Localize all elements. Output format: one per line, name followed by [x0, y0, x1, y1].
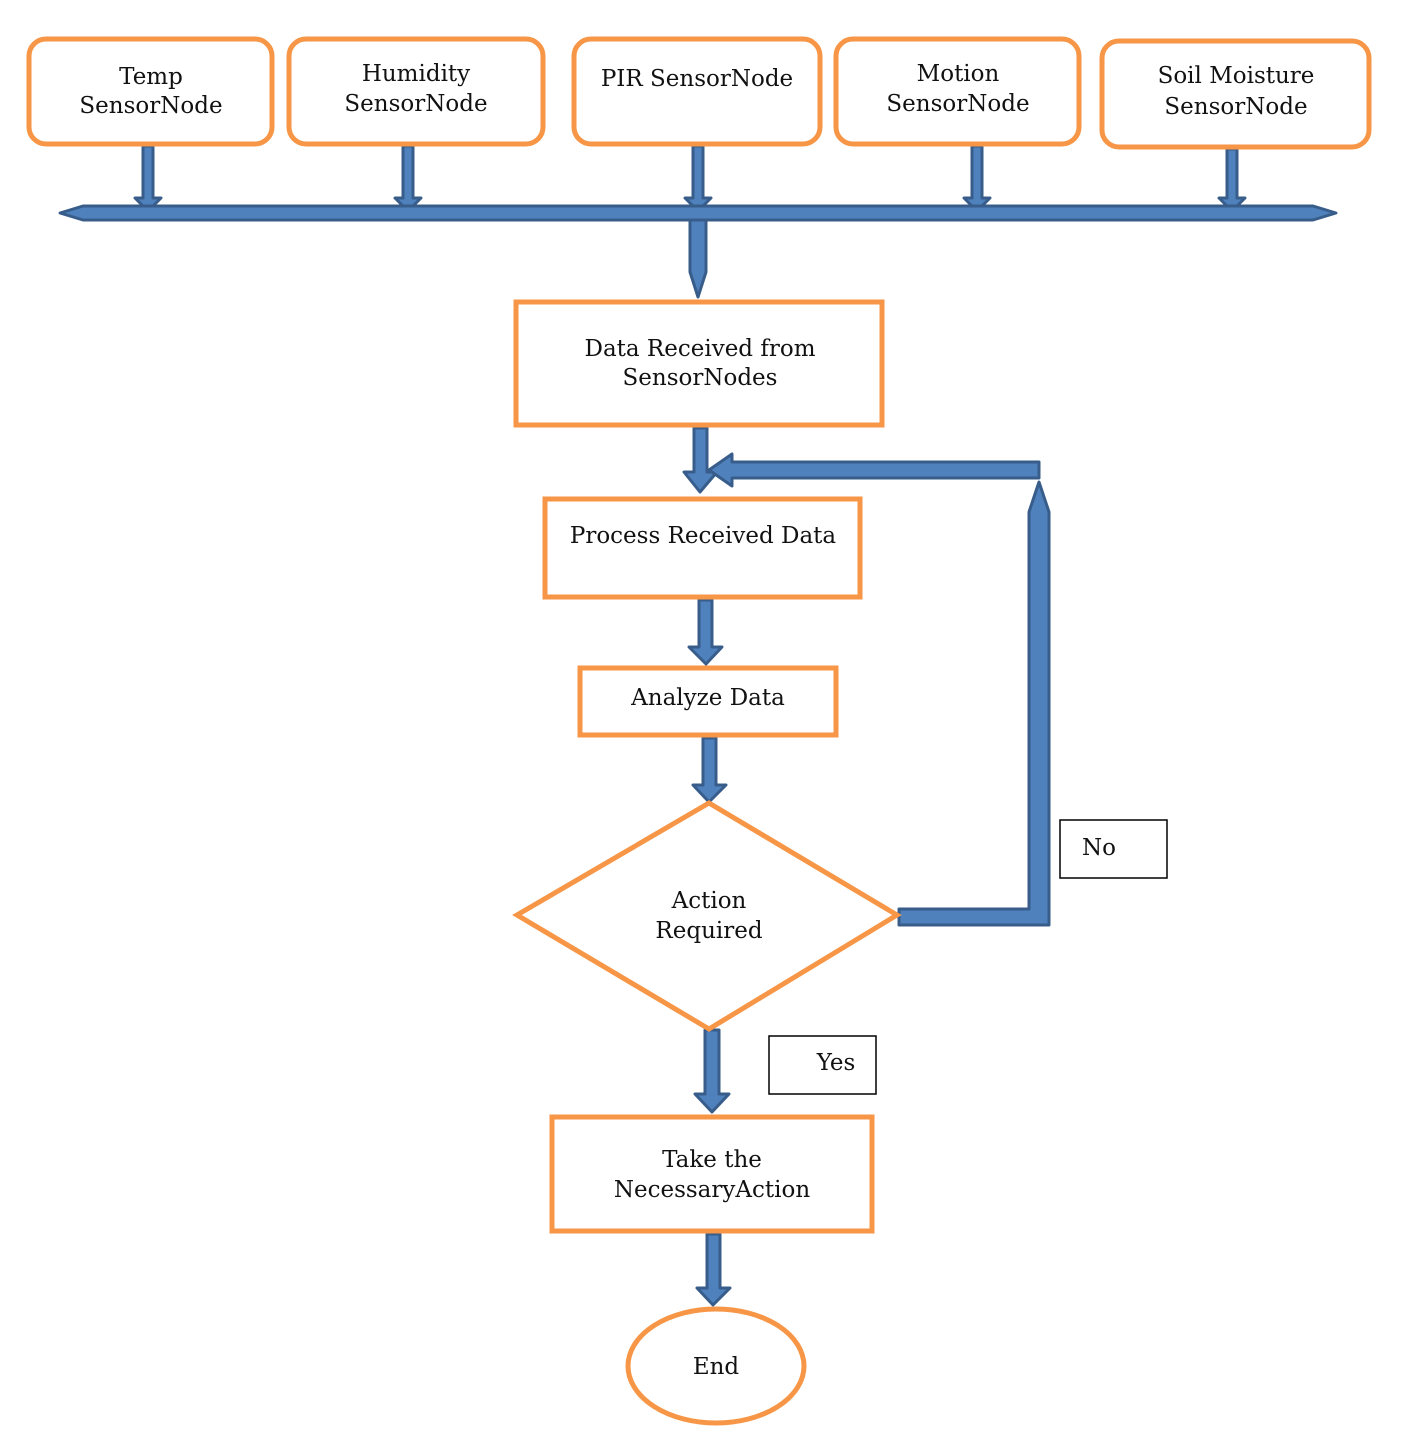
node-analyze-data: Analyze Data — [577, 665, 839, 738]
label-yes-text: Yes — [816, 1050, 856, 1076]
node-take-action: Take the NecessaryAction — [549, 1114, 875, 1234]
arrow-no-loop-top — [707, 452, 1041, 488]
sensor-node-pir: PIR SensorNode — [571, 36, 823, 147]
node-end-ellipse — [625, 1306, 807, 1426]
label-yes-box — [768, 1035, 877, 1095]
label-yes: Yes — [768, 1035, 877, 1095]
node-data-received-box — [513, 299, 885, 428]
connectors — [58, 144, 1338, 1307]
arrow-decision-to-action — [693, 1028, 731, 1114]
node-end-label: End — [693, 1354, 740, 1380]
node-process-data-label: Process Received Data — [570, 523, 837, 549]
node-take-action-line1: Take the — [662, 1147, 762, 1173]
sensor-node-soil-moisture: Soil Moisture SensorNode — [1099, 38, 1372, 150]
arrow-action-to-end — [695, 1232, 732, 1307]
sensor-node-motion-box — [833, 36, 1082, 147]
node-process-data-box — [542, 496, 863, 600]
node-data-received-line2: SensorNodes — [623, 365, 778, 391]
arrow-humidity-to-bus — [393, 144, 423, 213]
node-take-action-line2: NecessaryAction — [614, 1177, 810, 1203]
sensor-node-pir-line1: PIR SensorNode — [601, 66, 793, 92]
sensor-node-motion-line1: Motion — [917, 61, 1000, 87]
label-no-box — [1059, 819, 1168, 879]
sensor-node-humidity-line2: SensorNode — [344, 91, 487, 117]
sensor-node-motion-line2: SensorNode — [886, 91, 1029, 117]
sensor-node-temp-line2: SensorNode — [79, 93, 222, 119]
node-analyze-data-box — [577, 665, 839, 738]
arrow-no-loop — [897, 480, 1051, 927]
node-data-received-line1: Data Received from — [585, 336, 816, 362]
sensor-node-temp: Temp SensorNode — [26, 36, 275, 147]
data-bus-arrow — [58, 204, 1338, 222]
arrow-analyze-to-decision — [691, 736, 728, 804]
node-decision-line2: Required — [655, 918, 762, 944]
sensor-node-temp-line1: Temp — [119, 64, 183, 90]
sensor-node-soil-moisture-box — [1099, 38, 1372, 150]
sensor-node-soil-moisture-line2: SensorNode — [1164, 94, 1307, 120]
arrow-bus-to-receive — [688, 218, 708, 299]
node-take-action-box — [549, 1114, 875, 1234]
label-no-text: No — [1082, 835, 1116, 861]
node-decision: Action Required — [512, 800, 902, 1032]
node-data-received: Data Received from SensorNodes — [513, 299, 885, 428]
arrow-process-to-analyze — [687, 598, 724, 666]
node-decision-diamond — [512, 800, 902, 1032]
node-process-data: Process Received Data — [542, 496, 863, 600]
arrow-motion-to-bus — [962, 144, 992, 213]
arrow-temp-to-bus — [133, 144, 163, 213]
sensor-node-humidity-line1: Humidity — [362, 61, 470, 87]
sensor-node-humidity: Humidity SensorNode — [286, 36, 546, 147]
sensor-node-soil-moisture-line1: Soil Moisture — [1158, 63, 1315, 89]
arrow-soil-to-bus — [1217, 147, 1247, 213]
sensor-node-temp-box — [26, 36, 275, 147]
node-analyze-data-label: Analyze Data — [630, 685, 785, 711]
arrow-receive-to-process — [682, 426, 719, 494]
sensor-node-pir-box — [571, 36, 823, 147]
node-decision-line1: Action — [671, 888, 747, 914]
sensor-node-humidity-box — [286, 36, 546, 147]
sensor-node-motion: Motion SensorNode — [833, 36, 1082, 147]
arrow-pir-to-bus — [683, 144, 713, 213]
node-end: End — [625, 1306, 807, 1426]
label-no: No — [1059, 819, 1168, 879]
